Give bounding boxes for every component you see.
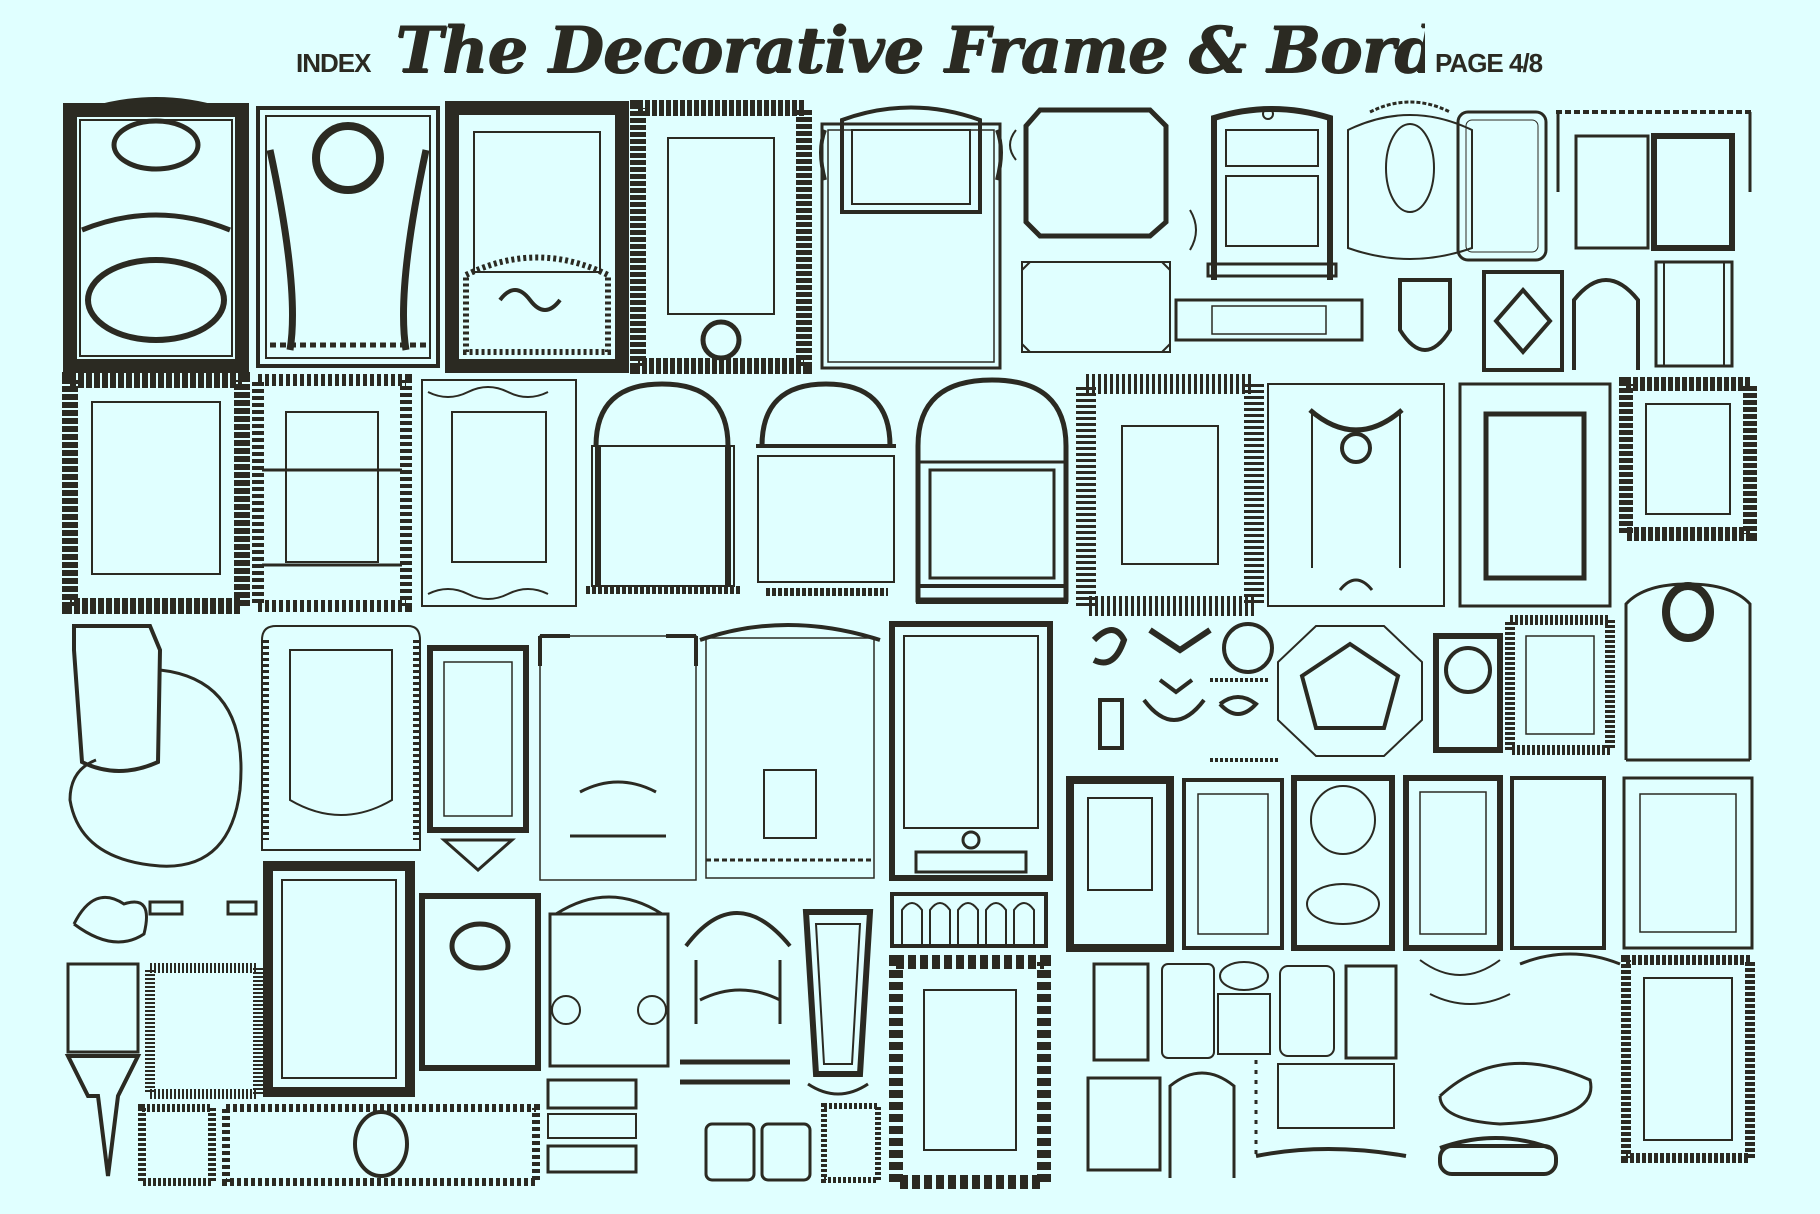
gothic-arch-strip [890, 892, 1048, 948]
arched-window-frame [915, 377, 1069, 604]
double-line-frame [1458, 382, 1612, 608]
medallion-top-frame [1624, 582, 1752, 762]
small-ornament-pieces [1174, 260, 1734, 372]
tall-scroll-top-frame [819, 105, 1003, 370]
vine-light-frame [421, 379, 577, 607]
corner-flourish-frame-1 [538, 634, 698, 881]
double-border-frame-row [1066, 775, 1754, 952]
small-frame-set [1086, 961, 1398, 1178]
shield-swirl-frame [68, 624, 243, 868]
octagon-pentagon-frame [1277, 625, 1423, 757]
page-title: The Decorative Frame & Border Repository [395, 13, 1425, 88]
hanging-lamp-frame [1267, 383, 1445, 607]
arched-pillar-frame-2 [756, 381, 896, 596]
patterned-rect-frame [1505, 615, 1615, 755]
catalog-header: INDEX The Decorative Frame & Border Repo… [0, 0, 1820, 100]
filigree-arch-frame [261, 625, 421, 851]
tapered-mirror-frame [802, 909, 874, 1096]
index-label: INDEX [296, 48, 371, 78]
circle-top-frame [548, 895, 670, 1068]
bold-tall-frame [889, 621, 1053, 881]
bottom-ornament-panels [138, 1059, 881, 1186]
page-number-label: PAGE 4/8 [1435, 48, 1543, 78]
lily-panel-frame [252, 374, 412, 612]
slim-border-frame [427, 645, 529, 873]
banner-twin-window-frame [1556, 110, 1752, 251]
ornate-double-oval-frame [63, 97, 249, 373]
gothic-window-frame [1206, 106, 1338, 280]
garland-pieces [1255, 952, 1621, 1176]
cameo-plaque-frame [419, 893, 541, 1071]
small-accents [72, 895, 258, 944]
scroll-border-frame [62, 372, 250, 614]
curtain-drape-frame [256, 106, 440, 368]
oval-cameo-frame [1347, 100, 1473, 260]
ornament-cluster [1091, 622, 1280, 762]
octagon-cut-frame [1009, 107, 1197, 353]
floral-border-frame [630, 100, 812, 374]
lattice-pattern-frame [1076, 374, 1264, 616]
pedestal-mirror-frame [64, 962, 142, 1177]
swan-arch-frame [684, 911, 792, 1024]
small-circle-panel-frame [1433, 633, 1503, 753]
heavy-square-frame [1619, 377, 1757, 541]
dense-ornament-panel [145, 963, 263, 1099]
arched-pillar-frame-1 [586, 381, 740, 594]
bird-panel-frame [445, 101, 629, 373]
corner-flourish-frame-2 [699, 623, 881, 879]
checker-border-frame [889, 955, 1051, 1189]
heavy-plain-frame [263, 861, 415, 1097]
thin-rounded-frame [1456, 110, 1548, 262]
right-heavy-frame [1621, 955, 1755, 1163]
